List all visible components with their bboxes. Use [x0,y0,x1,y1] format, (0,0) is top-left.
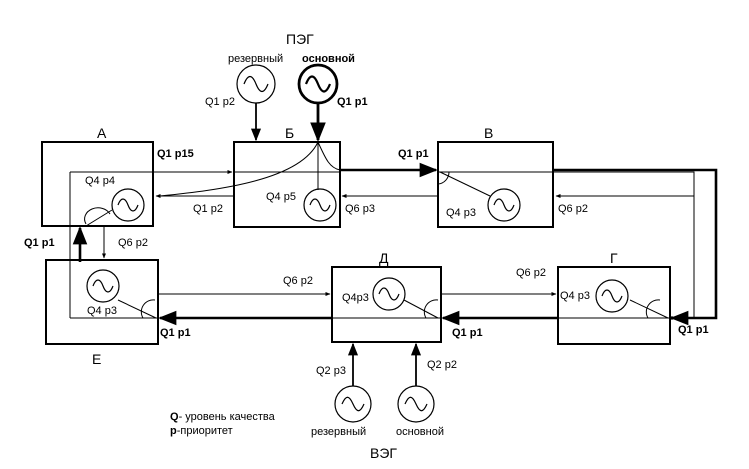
node-d-title: Д [379,250,389,266]
label-q6p3-b: Q6 p3 [345,203,375,215]
label-q4p4: Q4 p4 [85,175,115,187]
generator-icon [372,277,406,311]
legend-q-line: Q- уровень качества [170,411,276,423]
generator-icon [595,279,629,313]
generator-icon [111,188,145,222]
node-g [557,266,671,345]
label-q4p3-g: Q4 p3 [560,290,590,302]
generator-icon [86,269,120,303]
generator-icon [303,188,337,222]
label-q1p2-ab: Q1 p2 [193,203,223,215]
peg-title: ПЭГ [286,31,314,47]
legend: Q- уровень качества p-приоритет [170,411,276,437]
legend-q-text: - уровень качества [179,411,276,423]
label-q1p1-ae: Q1 p1 [24,237,55,249]
legend-p-key: p [170,425,177,437]
veg-reserve-generator-icon [334,385,372,423]
legend-p-line: p-приоритет [170,425,233,437]
label-q4p5: Q4 p5 [266,191,296,203]
label-q2p3: Q2 p3 [316,365,346,377]
veg-reserve-label: резервный [311,426,366,438]
label-q1p1-peg: Q1 p1 [337,96,368,108]
label-q4p3-e: Q4 p3 [87,305,117,317]
label-q2p2: Q2 p2 [427,359,457,371]
peg-main-generator-icon [297,63,339,105]
label-q6p2-ed: Q6 p2 [283,275,313,287]
node-e [45,226,159,345]
node-d [331,266,442,343]
label-q1p2-peg: Q1 p2 [205,96,235,108]
veg-main-generator-icon [397,385,435,423]
legend-q-key: Q [170,411,179,423]
label-q1p1-de: Q1 p1 [160,327,191,339]
label-q6p2-dg: Q6 p2 [516,267,546,279]
node-a-title: А [97,125,107,141]
node-g-title: Г [610,250,618,266]
node-v-title: В [484,125,493,141]
label-q1p15: Q1 p15 [157,148,194,160]
generator-icon [487,188,521,222]
link-v-g-thick [553,168,718,326]
node-b [159,141,341,228]
label-q4p3-v: Q4 p3 [446,207,476,219]
node-a [41,141,154,227]
label-q6p2-v: Q6 p2 [558,203,588,215]
legend-p-text: -приоритет [177,425,233,437]
peg-reserve-label: резервный [228,53,283,65]
label-q4p3-d: Q4p3 [342,292,369,304]
node-v [437,141,554,228]
veg-main-label: основной [396,426,444,438]
peg-main-label: основной [302,53,355,65]
node-b-title: Б [285,125,294,141]
peg-reserve-generator-icon [236,64,276,104]
node-e-title: Е [92,351,101,367]
label-q1p1-bv: Q1 p1 [398,148,429,160]
label-q1p1-gd: Q1 p1 [452,327,483,339]
label-q1p1-g: Q1 p1 [678,324,709,336]
label-q6p2-a: Q6 p2 [118,237,148,249]
veg-title: ВЭГ [370,445,397,461]
